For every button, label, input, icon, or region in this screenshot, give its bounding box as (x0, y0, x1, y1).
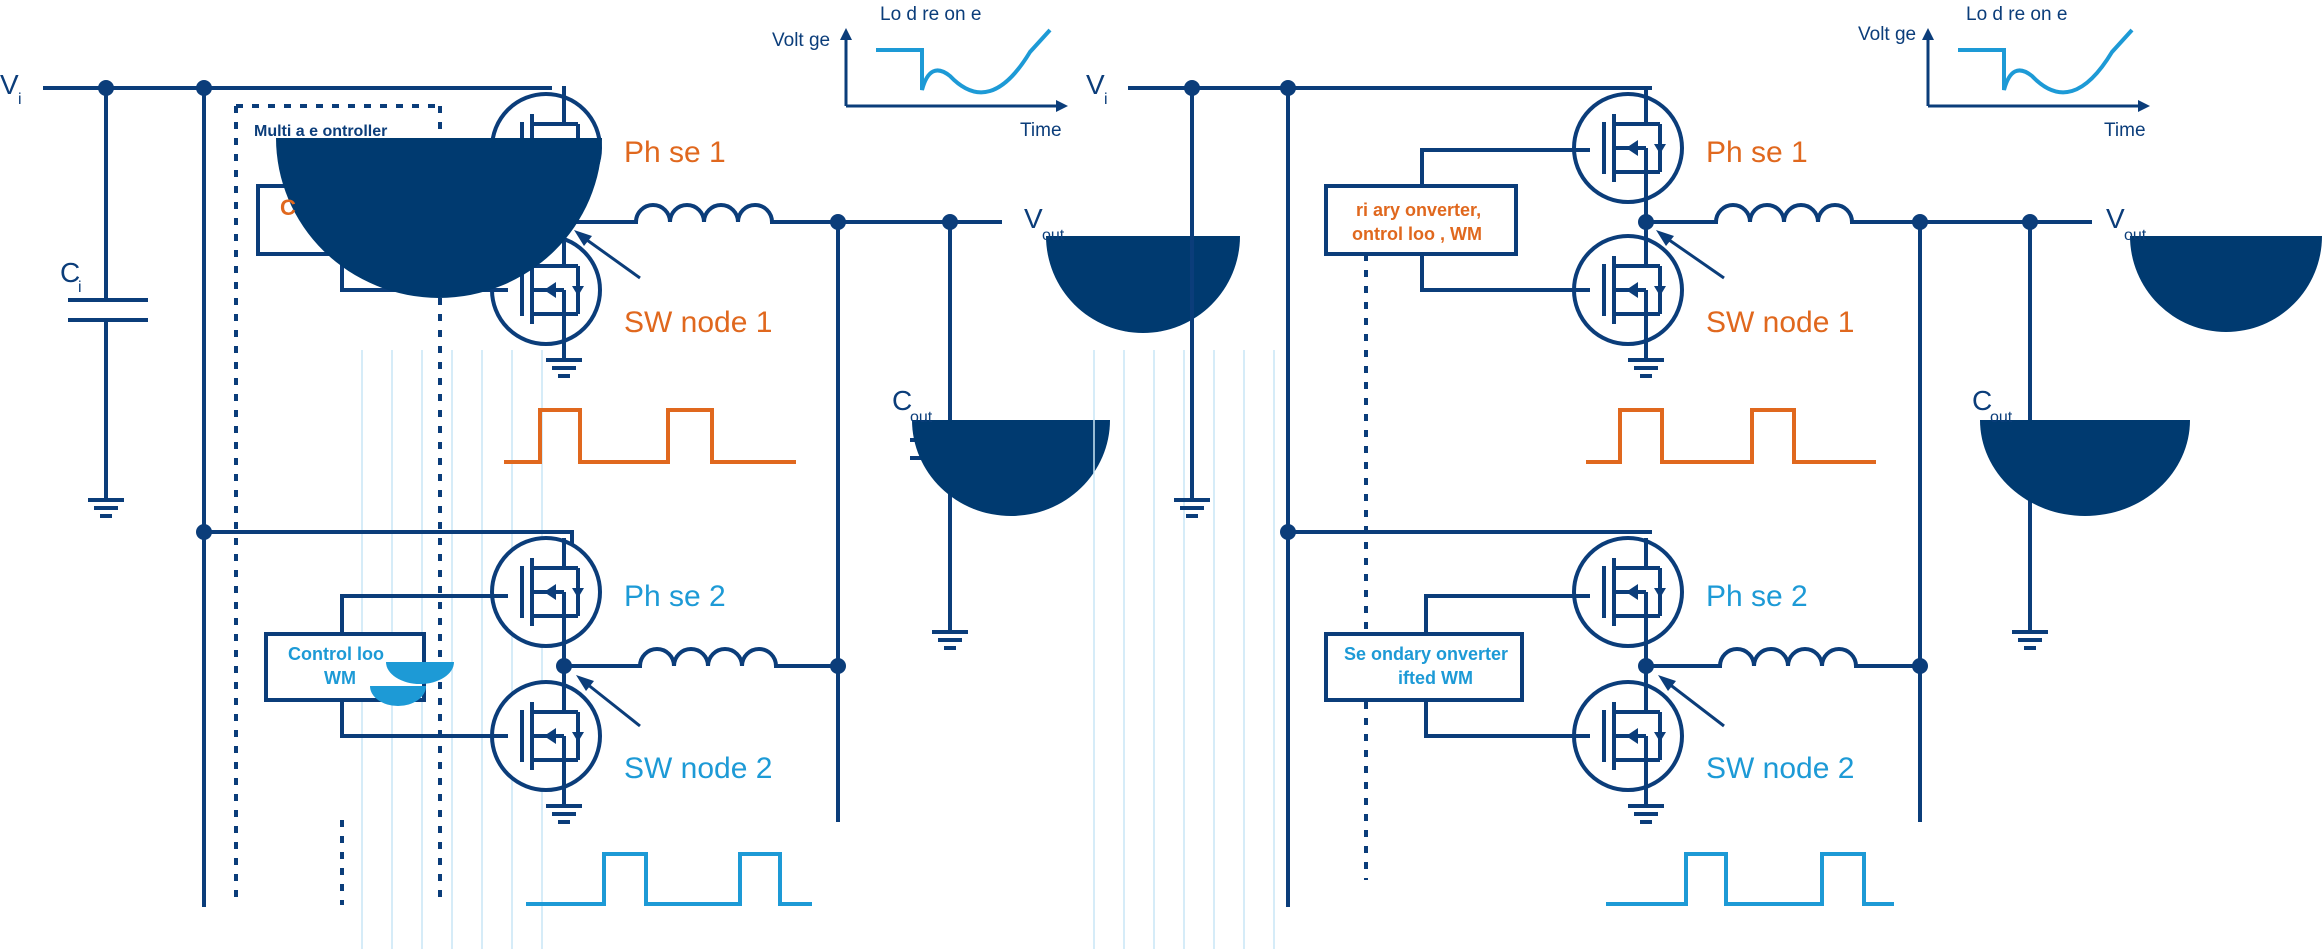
svg-text:Ph se 2: Ph se 2 (1706, 580, 1808, 613)
svg-text:i: i (78, 279, 82, 296)
low-side-mosfet-2 (490, 680, 602, 792)
cout-label-left: C (892, 385, 912, 416)
svg-text:Lo d re on e: Lo d re on e (880, 4, 981, 25)
control-box-1-label: C (280, 195, 296, 220)
sw-node-1-label-right: SW node 1 (1706, 306, 1854, 339)
sw-node-2-label-left: SW node 2 (624, 752, 772, 785)
svg-text:ri ary onverter,: ri ary onverter, (1356, 200, 1481, 220)
svg-text:V: V (1024, 203, 1043, 234)
right-primary-secondary-circuit: V i ri ary onverter, ontrol loo , WM Ph … (1086, 4, 2322, 949)
phase-1-label-left: Ph se 1 (624, 136, 726, 169)
low-side-mosfet-2-right (1572, 680, 1684, 792)
vin-label-left: V (0, 69, 19, 100)
svg-text:C: C (1972, 385, 1992, 416)
overlay-blob-controller (276, 138, 602, 298)
svg-text:i: i (1104, 91, 1108, 108)
inductor-phase-1-right (1714, 203, 1854, 224)
svg-text:V: V (0, 69, 19, 100)
inductor-phase-1 (634, 203, 774, 224)
svg-text:out: out (2124, 227, 2147, 244)
svg-text:Ph se 1: Ph se 1 (624, 136, 726, 169)
svg-text:Ph se 2: Ph se 2 (624, 580, 726, 613)
voltage-curve-right (1958, 28, 2134, 95)
overlay-blob-small-2 (370, 686, 426, 706)
vin-label-right: V (1086, 69, 1105, 100)
inductor-phase-2-right (1718, 647, 1858, 668)
overlay-blob-vout-right (2130, 236, 2322, 332)
waveform-grid-right (1093, 350, 1275, 949)
svg-text:ontrol loo , WM: ontrol loo , WM (1352, 224, 1482, 244)
svg-text:Se ondary onverter: Se ondary onverter (1344, 644, 1508, 664)
control-loop-label: Control loo (288, 644, 384, 664)
svg-text:ifted WM: ifted WM (1398, 668, 1473, 688)
svg-text:out: out (1042, 227, 1065, 244)
vout-label-right: V (2106, 203, 2125, 234)
phase-2-label-right: Ph se 2 (1706, 580, 1808, 613)
overlay-blob-cout-right (1980, 420, 2190, 516)
secondary-converter-label: Se ondary onverter (1344, 644, 1508, 664)
sw-node-1-waveform-right (1586, 408, 1876, 464)
svg-text:out: out (910, 409, 933, 426)
low-side-mosfet-1-right (1572, 234, 1684, 346)
load-transient-inset-left: Volt ge Lo d re on e Time (772, 4, 1068, 141)
high-side-mosfet-2-right (1572, 536, 1684, 648)
svg-text:C: C (280, 195, 296, 220)
svg-text:C: C (60, 257, 80, 288)
voltage-curve-left (876, 28, 1052, 95)
sw-node-2-label-right: SW node 2 (1706, 752, 1854, 785)
svg-text:SW node 2: SW node 2 (1706, 752, 1854, 785)
overlay-blob-cout-left (912, 420, 1110, 516)
svg-text:V: V (2106, 203, 2125, 234)
svg-text:Ph se 1: Ph se 1 (1706, 136, 1808, 169)
svg-text:SW node 2: SW node 2 (624, 752, 772, 785)
svg-text:Multi a e ontroller: Multi a e ontroller (254, 123, 387, 140)
svg-text:C: C (892, 385, 912, 416)
cin-label: C (60, 257, 80, 288)
left-multiphase-circuit: V i C i Multi a e ontroller C Ph se 1 SW… (0, 4, 1240, 949)
svg-text:Volt ge: Volt ge (1858, 24, 1916, 45)
svg-text:Time: Time (2104, 120, 2146, 141)
cout-label-right: C (1972, 385, 1992, 416)
phase-1-label-right: Ph se 1 (1706, 136, 1808, 169)
svg-text:SW node 1: SW node 1 (624, 306, 772, 339)
svg-text:Time: Time (1020, 120, 1062, 141)
svg-text:out: out (1990, 409, 2013, 426)
svg-text:V: V (1086, 69, 1105, 100)
sw-node-2-waveform-right (1606, 852, 1894, 906)
svg-text:i: i (18, 91, 22, 108)
controller-title: Multi a e ontroller (254, 123, 387, 140)
svg-text:SW node 1: SW node 1 (1706, 306, 1854, 339)
phase-2-label-left: Ph se 2 (624, 580, 726, 613)
svg-text:WM: WM (324, 668, 356, 688)
primary-converter-box (1324, 184, 1518, 256)
sw-node-2-waveform (526, 852, 812, 906)
high-side-mosfet-1-right (1572, 92, 1684, 204)
svg-text:Control loo: Control loo (288, 644, 384, 664)
primary-converter-label: ri ary onverter, (1356, 200, 1481, 220)
load-transient-inset-right: Volt ge Lo d re on e Time (1858, 4, 2150, 141)
overlay-blob-vout-left (1046, 236, 1240, 333)
sw-node-1-waveform (504, 408, 796, 464)
high-side-mosfet-2 (490, 536, 602, 648)
svg-text:Lo d re on e: Lo d re on e (1966, 4, 2067, 25)
svg-text:Volt ge: Volt ge (772, 30, 830, 51)
inductor-phase-2 (638, 647, 778, 668)
overlay-blob-small-1 (386, 662, 454, 684)
vout-label-left: V (1024, 203, 1043, 234)
sw-node-1-label-left: SW node 1 (624, 306, 772, 339)
